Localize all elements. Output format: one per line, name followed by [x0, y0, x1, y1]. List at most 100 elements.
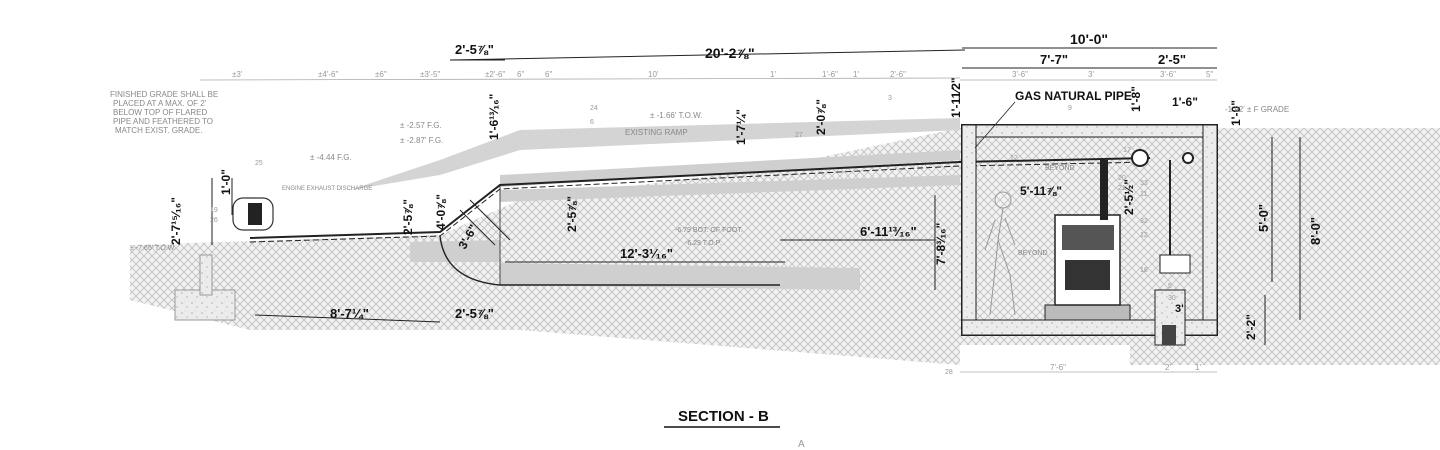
dim-2-7: 2'-7¹⁵⁄₁₆" [169, 197, 183, 245]
ruler-tick-label: 10' [648, 70, 659, 79]
callout-number: 5 [1168, 283, 1172, 290]
dim-7-7: 7'-7" [1040, 52, 1068, 67]
callout-numbers: 24 6 25 9 12 3 17 20 21 33 11 19 26 12 32 18 5 30 28 27 [210, 95, 1176, 376]
dim-6-11: 6'-11¹³⁄₁₆" [860, 224, 917, 239]
callout-number: 19 [210, 207, 218, 214]
callout-number: 33 [1140, 180, 1148, 187]
generator-unit [1044, 149, 1194, 321]
vault-structure [961, 124, 1218, 346]
ruler-tick-label: ±3' [232, 70, 243, 79]
ruler-tick-label: 6" [545, 70, 552, 79]
callout-number: 26 [210, 217, 218, 224]
exhaust-label: ENGINE EXHAUST DISCHARGE [282, 186, 372, 192]
dim-12-3: 12'-3¹⁄₁₆" [620, 246, 673, 261]
ruler-tick-label: 1' [1195, 363, 1201, 372]
bottom-ruler-labels: 7'-6" 2' 1' [1050, 363, 1201, 372]
dim-5-0: 5'-0" [1256, 204, 1271, 232]
callout-number: 32 [1140, 218, 1148, 225]
callout-number: 20 [1118, 175, 1126, 182]
section-title: SECTION - B [678, 408, 769, 425]
dim-2-0: 2'-0⅞" [814, 99, 828, 135]
dim-10-0: 10'-0" [1070, 31, 1108, 47]
beyond-label-2: BEYOND [1018, 250, 1048, 257]
callout-number: 9 [1068, 105, 1072, 112]
dim-1-6-13: 1'-6¹³⁄₁₆" [487, 94, 501, 140]
ruler-tick-label: 1' [853, 70, 859, 79]
callout-number: 12 [1010, 155, 1018, 162]
note-line-3: BELOW TOP OF FLARED [113, 108, 207, 117]
exhaust-discharge [174, 197, 274, 321]
callout-number: 12 [1140, 232, 1148, 239]
bot-foot-label: -6.79 BOT. OF FOOT. [675, 227, 743, 234]
fg-label-3: ± -4.44 F.G. [310, 153, 352, 162]
dim-3-box: 3' [1175, 303, 1184, 315]
dim-20-2: 20'-2⅞" [705, 45, 755, 61]
beyond-label-1: BEYOND [1045, 165, 1075, 172]
section-arrow-marker: A [798, 439, 805, 450]
note-line-1: FINISHED GRADE SHALL BE [110, 90, 218, 99]
ruler-tick-label: 1'-6" [822, 70, 838, 79]
ruler-tick-label: 3'-6" [1012, 70, 1028, 79]
dim-1-6: 1'-6" [1172, 95, 1198, 109]
dim-1-11: 1'-11⁄2" [949, 77, 963, 118]
gas-pipe-run [249, 157, 1151, 286]
callout-number: 11 [1140, 191, 1147, 198]
existing-ramp-label: EXISTING RAMP [625, 128, 688, 137]
dim-1-0-left: 1'-0" [219, 169, 233, 195]
callout-number: 25 [255, 160, 263, 167]
ruler-tick-label: ±6" [375, 70, 387, 79]
callout-number: 24 [590, 105, 598, 112]
callout-number: 27 [795, 132, 803, 139]
dim-2-5-mid: 2'-5⅞" [565, 196, 579, 232]
ruler-tick-label: 2' [1165, 363, 1171, 372]
dim-1-8: 1'-8" [1129, 86, 1143, 112]
note-line-2: PLACED AT A MAX. OF 2' [113, 99, 207, 108]
ruler-tick-label: 1' [770, 70, 776, 79]
dim-2-5-bot: 2'-5⅞" [455, 306, 494, 321]
ruler-tick-label: 6" [517, 70, 524, 79]
tow-label-1: ± -1.66' T.O.W. [650, 111, 702, 120]
ruler-tick-label: 5" [1206, 70, 1213, 79]
dim-2-5-vert: 2'-5½" [1122, 179, 1136, 215]
callout-number: 17 [1123, 147, 1131, 154]
fg-label-2: ± -2.87' F.G. [400, 136, 443, 145]
top-ruler [199, 77, 1217, 373]
note-line-4: PIPE AND FEATHERED TO [113, 117, 213, 126]
ruler-tick-label: 7'-6" [1050, 363, 1066, 372]
dim-2-5-top: 2'-5⅞" [455, 42, 494, 57]
ruler-tick-label: 3' [1088, 70, 1094, 79]
dim-7-8: 7'-8³⁄₁₆" [934, 223, 948, 265]
top-label: -6.29 T.O.P. [685, 240, 721, 247]
callout-number: 30 [1168, 295, 1176, 302]
gas-natural-pipe-label: GAS NATURAL PIPE [1015, 89, 1132, 103]
dim-4-0: 4'-0⅞" [434, 194, 448, 230]
dim-1-0: 1'-0" [1229, 100, 1243, 126]
pipe-sleeve-bands [410, 150, 960, 290]
dim-1-7: 1'-7¼" [734, 109, 748, 145]
dim-2-2: 2'-2" [1244, 314, 1258, 340]
ruler-tick-label: 2'-6" [890, 70, 906, 79]
callout-number: 18 [1140, 267, 1148, 274]
gas-pipe-leader [974, 101, 1016, 149]
note-line-5: MATCH EXIST. GRADE. [115, 126, 202, 135]
ruler-tick-label: ±4'-6" [318, 70, 338, 79]
dim-5-11: 5'-11⅞" [1020, 184, 1062, 198]
dimension-lines [211, 47, 1301, 345]
fg-label-1: ± -2.57 F.G. [400, 121, 442, 130]
top-ruler-labels: ±3' ±4'-6" ±6" ±3'-5" ±2'-6" 6" 6" 10' 1' 1'-6" 1'… [232, 70, 1213, 79]
grade-label: -1.92' ± F GRADE [1225, 105, 1289, 114]
callout-number: 3 [888, 95, 892, 102]
dim-2-5-left: 2'-5⅞" [401, 199, 415, 235]
tow-label-2: ± -7.65' T.O.W. [130, 245, 176, 252]
callout-number: 21 [1118, 185, 1126, 192]
ruler-tick-label: 3'-6" [1160, 70, 1176, 79]
callout-number: 6 [590, 119, 594, 126]
ruler-tick-label: ±2'-6" [485, 70, 505, 79]
ruler-tick-label: ±3'-5" [420, 70, 440, 79]
dim-2-5: 2'-5" [1158, 52, 1186, 67]
dim-8-0: 8'-0" [1308, 217, 1323, 245]
callout-number: 28 [945, 369, 953, 376]
dim-8-7: 8'-7¼" [330, 306, 369, 321]
person-figure [984, 191, 1016, 316]
